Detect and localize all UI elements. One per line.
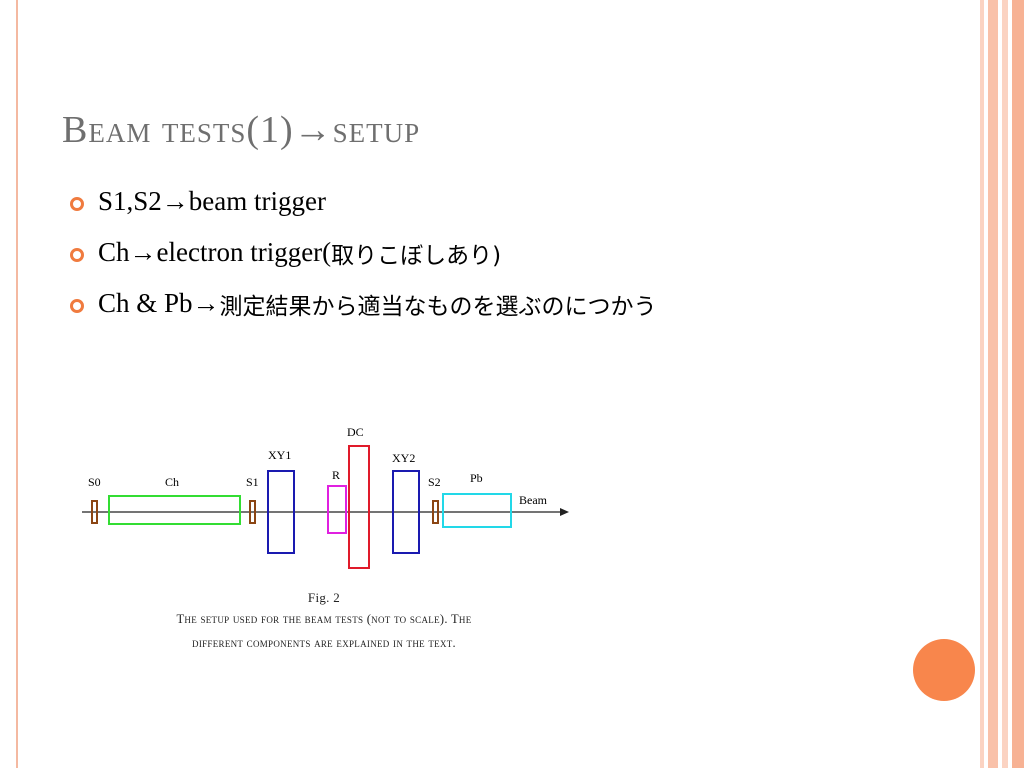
- bullet-text: Ch & Pb→: [98, 288, 220, 318]
- decorative-stripes: [980, 0, 1024, 768]
- slide-title: Beam tests(1)→setup: [62, 109, 421, 151]
- beam-arrow-icon: [560, 508, 569, 516]
- bullet-text-jp: 取りこぼしあり): [331, 242, 502, 269]
- bullet-list: S1,S2→beam trigger Ch→electron trigger( …: [70, 176, 657, 329]
- s2-scintillator: [432, 500, 439, 524]
- bullet-text: Ch→electron trigger(: [98, 237, 332, 267]
- s2-label: S2: [428, 475, 441, 489]
- figure-caption-line1: The setup used for the beam tests (not t…: [176, 612, 472, 626]
- figure-label: Fig. 2: [307, 590, 341, 605]
- cherenkov-box: [108, 495, 241, 525]
- bullet-circle-icon: [70, 298, 84, 313]
- beam-setup-diagram: S0 Ch S1 XY1 R DC XY2 S2 Pb Beam: [82, 425, 569, 569]
- lead-block: [442, 493, 512, 528]
- xy2-label: XY2: [392, 451, 415, 465]
- bullet-item: S1,S2→beam trigger: [70, 176, 657, 227]
- bullet-circle-icon: [70, 247, 84, 262]
- r-label: R: [332, 468, 340, 482]
- bullet-text-jp: 測定結果から適当なものを選ぶのにつかう: [219, 293, 657, 320]
- figure-caption-line2: different components are explained in th…: [192, 636, 456, 650]
- left-border-line: [0, 0, 18, 768]
- bullet-item: Ch→electron trigger( 取りこぼしあり): [70, 227, 657, 278]
- s0-scintillator: [91, 500, 98, 524]
- bullet-circle-icon: [70, 196, 84, 211]
- bullet-text: S1,S2→beam trigger: [98, 186, 326, 216]
- r-detector: [327, 485, 347, 534]
- bullet-item: Ch & Pb→ 測定結果から適当なものを選ぶのにつかう: [70, 278, 657, 329]
- xy1-chamber: [267, 470, 295, 554]
- dc-chamber: [348, 445, 370, 569]
- xy2-chamber: [392, 470, 420, 554]
- dc-label: DC: [347, 425, 364, 439]
- beam-label: Beam: [519, 493, 548, 507]
- pb-label: Pb: [470, 471, 483, 485]
- ch-label: Ch: [165, 475, 179, 489]
- s1-scintillator: [249, 500, 256, 524]
- s1-label: S1: [246, 475, 259, 489]
- s0-label: S0: [88, 475, 101, 489]
- orange-circle-decoration: [913, 639, 975, 701]
- xy1-label: XY1: [268, 448, 291, 462]
